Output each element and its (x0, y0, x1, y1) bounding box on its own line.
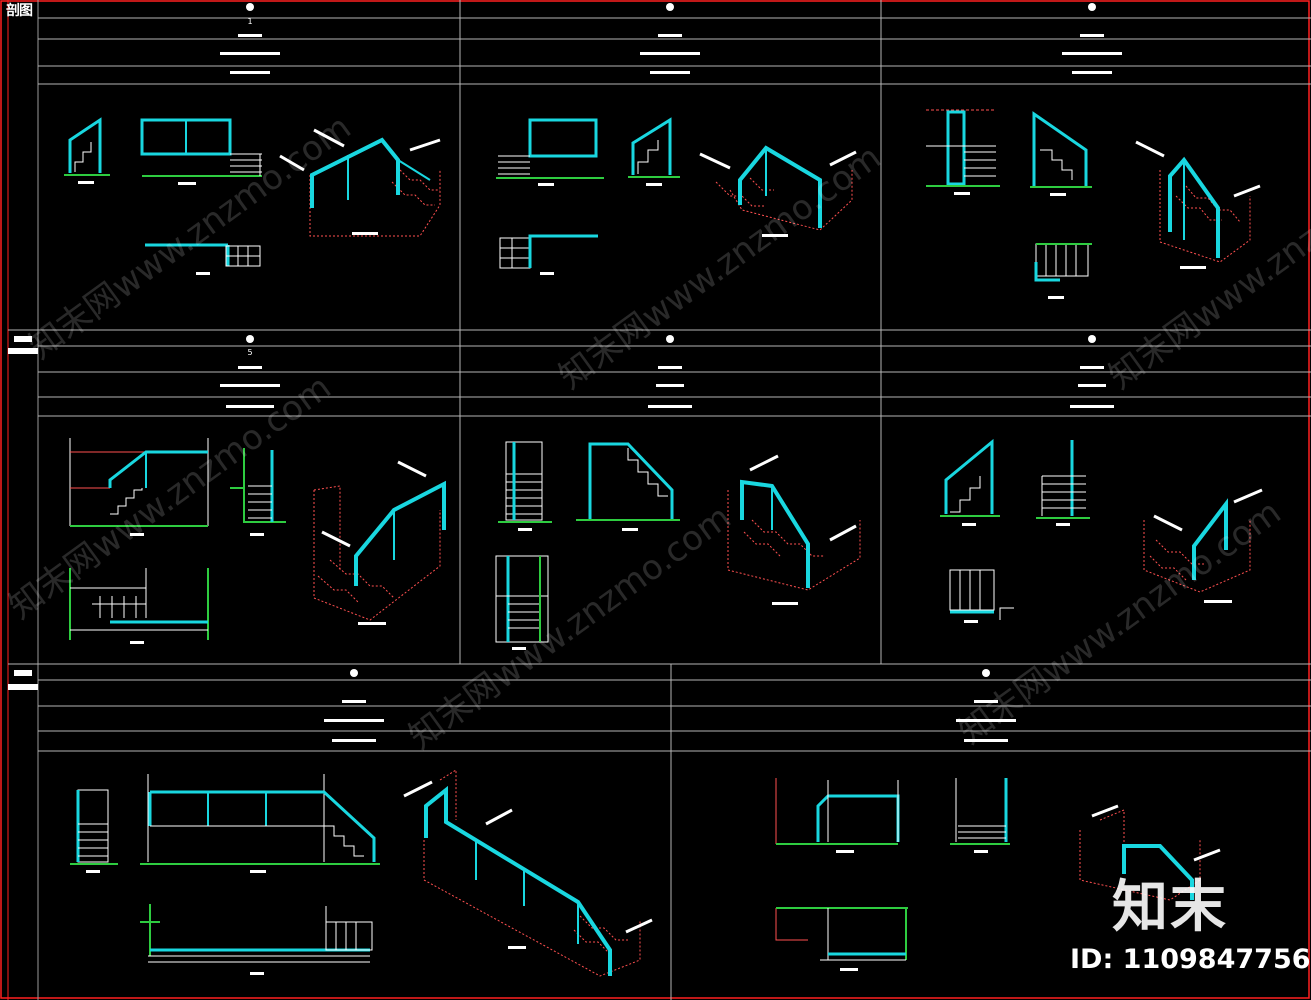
watermark-text-2: 知末网www.znzmo.com (552, 137, 889, 397)
view-header-4: 5 (220, 335, 280, 408)
sheet-frame (8, 0, 1311, 1000)
stair-panel-8 (775, 778, 1221, 971)
watermark-logo: 知末 (1112, 875, 1228, 940)
view-header-8 (956, 669, 1016, 742)
view-header-6 (1070, 335, 1114, 408)
watermark-text-1: 知末网www.znzmo.com (22, 107, 359, 367)
watermark-text-6: 知末网www.znzmo.com (952, 492, 1289, 752)
stair-panel-4 (69, 438, 446, 644)
view-headers: 1 5 (220, 3, 1122, 742)
stair-panel-2 (496, 117, 857, 275)
view-header-1: 1 (220, 3, 280, 74)
view-header-2 (640, 3, 700, 74)
view-header-7 (324, 669, 384, 742)
stair-panel-3 (926, 109, 1261, 299)
view-number-1: 1 (247, 17, 252, 26)
resource-id-label: ID: 1109847756 (1070, 944, 1311, 975)
watermark-text-3: 知末网www.znzmo.com (1102, 137, 1311, 397)
watermark-text-4: 知末网www.znzmo.com (2, 367, 339, 627)
view-number-4: 5 (247, 348, 252, 357)
watermark-text-5: 知末网www.znzmo.com (402, 497, 739, 757)
watermark-layer: 知末网www.znzmo.com 知末网www.znzmo.com 知末网www… (2, 107, 1311, 757)
view-header-3 (1062, 3, 1122, 74)
view-header-5 (648, 335, 692, 408)
stair-panel-7 (70, 769, 653, 977)
drawing-corner-title: 剖图 (6, 3, 33, 19)
stair-panel-1 (64, 117, 441, 275)
stair-panel-5 (495, 441, 861, 650)
stair-panel-6 (940, 438, 1263, 623)
